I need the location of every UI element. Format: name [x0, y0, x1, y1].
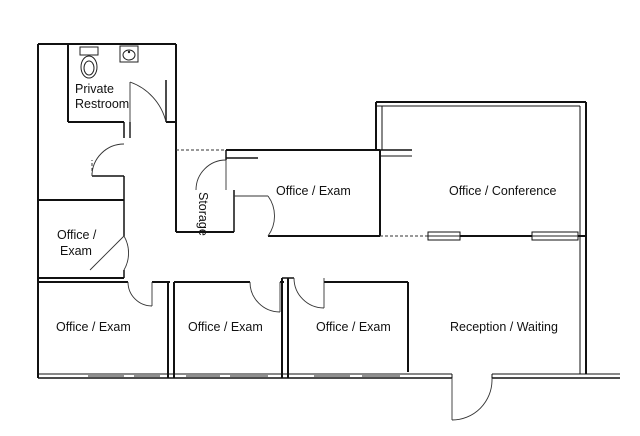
office-exam-bottom-3-label: Office / Exam	[316, 320, 391, 334]
office-exam-bottom-2-label: Office / Exam	[188, 320, 263, 334]
office-conference-label: Office / Conference	[449, 184, 557, 198]
office-exam-top-label: Office / Exam	[276, 184, 351, 198]
sink-icon	[119, 45, 139, 63]
private-restroom-label-1: Private	[75, 82, 114, 96]
reception-waiting-label: Reception / Waiting	[450, 320, 558, 334]
doors	[89, 81, 493, 421]
private-restroom-label-2: Restroom	[75, 97, 129, 111]
office-exam-left-label-1: Office /	[57, 228, 97, 242]
toilet-icon	[79, 46, 99, 79]
windows	[88, 231, 579, 377]
storage-label: Storage	[196, 192, 210, 236]
walls	[37, 43, 620, 379]
room-labels: Private Restroom Storage Office / Exam O…	[56, 82, 558, 334]
office-exam-left-label-2: Exam	[60, 244, 92, 258]
office-exam-bottom-1-label: Office / Exam	[56, 320, 131, 334]
